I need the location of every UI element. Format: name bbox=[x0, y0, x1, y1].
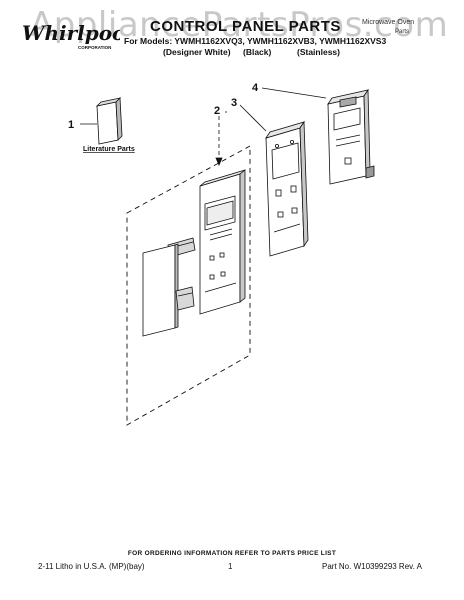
whirlpool-logo: Whirlpool CORPORATION bbox=[22, 21, 120, 50]
mounting-bracket bbox=[327, 88, 375, 185]
callout-2: 2 bbox=[214, 105, 220, 117]
brand-tagline: CORPORATION bbox=[78, 45, 111, 50]
parts-label: Parts bbox=[395, 29, 410, 35]
part-number: Part No. W10399293 Rev. A bbox=[322, 562, 422, 571]
callout-1: 1 bbox=[68, 119, 74, 131]
watermark-text: AppliancePartsPros.com bbox=[30, 5, 448, 45]
watermark: AppliancePartsPros.com bbox=[30, 5, 448, 45]
keypad-membrane bbox=[142, 243, 195, 337]
callout-3-leader bbox=[239, 104, 267, 132]
product-label: Microwave Oven bbox=[362, 19, 415, 26]
callout-3: 3 bbox=[231, 97, 237, 109]
callout-4-leader bbox=[261, 87, 327, 99]
ordering-note: FOR ORDERING INFORMATION REFER TO PARTS … bbox=[127, 550, 337, 557]
control-panel-housing bbox=[199, 169, 246, 315]
page-number: 1 bbox=[228, 562, 233, 571]
brand-name: Whirlpool bbox=[22, 21, 120, 45]
models-line: For Models: YWMH1162XVQ3, YWMH1162XVB3, … bbox=[124, 36, 387, 46]
callout-4: 4 bbox=[252, 82, 259, 94]
literature-booklet bbox=[80, 97, 123, 145]
control-panel-frame bbox=[265, 120, 309, 257]
page-title: CONTROL PANEL PARTS bbox=[150, 18, 341, 35]
variant-stainless: (Stainless) bbox=[297, 47, 340, 57]
variant-white: (Designer White) bbox=[163, 47, 231, 57]
control-panel-assembly-outline bbox=[126, 116, 251, 426]
litho-info: 2-11 Litho in U.S.A. (MP)(bay) bbox=[38, 562, 145, 571]
variant-black: (Black) bbox=[243, 47, 272, 57]
literature-parts-label: Literature Parts bbox=[83, 146, 135, 153]
